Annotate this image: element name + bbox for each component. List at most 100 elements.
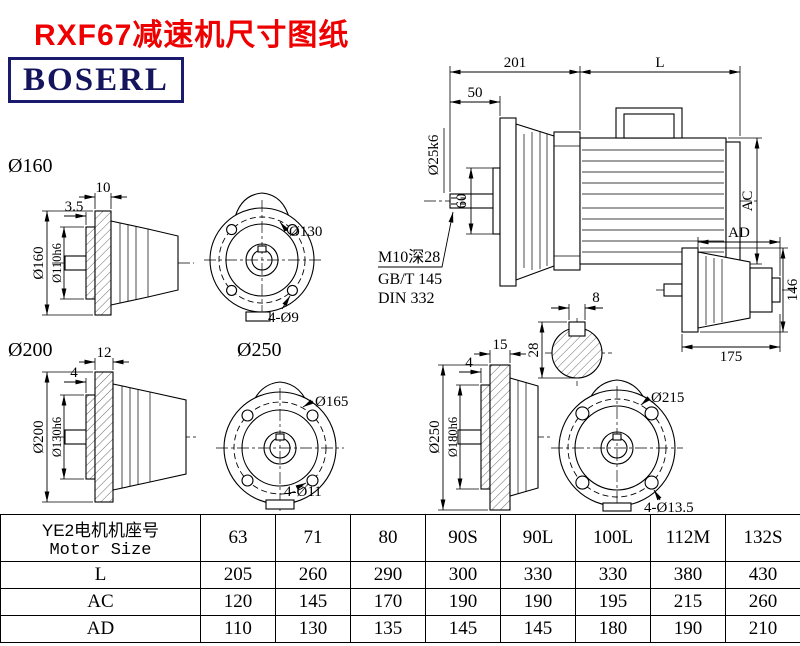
housing-peak — [585, 379, 649, 409]
housing — [110, 220, 179, 306]
value-cell: 135 — [350, 615, 426, 643]
dim-flange250-holes: 4-Ø13.5 — [644, 500, 694, 513]
dim-flange200-thickness: 12 — [97, 345, 112, 361]
spigot — [85, 394, 96, 480]
dim-146: 146 — [785, 278, 800, 301]
value-cell: 260 — [275, 561, 351, 589]
dim-flange200-holes: 4-Ø11 — [284, 484, 322, 500]
keyway — [612, 433, 622, 441]
flange-plate — [489, 364, 511, 511]
din-standard: DIN 332 — [378, 290, 434, 307]
row-label: L — [0, 561, 201, 589]
row-label: AC — [0, 588, 201, 616]
bolt-circle — [567, 398, 667, 498]
bolt-hole — [241, 474, 254, 487]
bolt-hole — [575, 475, 590, 490]
dim-AD: AD — [728, 225, 750, 241]
value-cell: 145 — [275, 588, 351, 616]
dim-shaft-diameter: Ø25k6 — [426, 134, 442, 175]
shaft-tap-annotation: M10深28 GB/T 145 DIN 332 — [378, 211, 454, 307]
col-header: 80 — [350, 514, 426, 562]
flange-160-views: Ø160 10 3.5 Ø160 Ø110h6 — [8, 155, 322, 326]
dim-key-width: 8 — [592, 290, 600, 306]
housing — [509, 377, 539, 497]
dim-60: 60 — [454, 194, 470, 209]
dim-flange160-thickness: 10 — [96, 180, 111, 196]
page-title: RXF67减速机尺寸图纸 — [34, 19, 350, 52]
bolt-hole — [644, 475, 659, 490]
dim-201: 201 — [504, 55, 527, 71]
value-cell: 170 — [350, 588, 426, 616]
col-header: 63 — [200, 514, 276, 562]
motor-dimension-table: YE2电机机座号 Motor Size 63 71 80 90S 90L 100… — [0, 514, 800, 643]
flange250-label: Ø250 — [237, 339, 281, 361]
value-cell: 330 — [575, 561, 651, 589]
value-cell: 300 — [425, 561, 501, 589]
housing-peak — [233, 192, 291, 222]
bolt-hole — [226, 224, 238, 236]
dim-flange160-spigot: Ø110h6 — [50, 243, 64, 283]
dim-flange200-spigot: Ø130h6 — [50, 417, 64, 457]
motor-size-label-cn: YE2电机机座号 — [41, 521, 160, 540]
value-cell: 190 — [425, 588, 501, 616]
value-cell: 260 — [725, 588, 800, 616]
value-cell: 430 — [725, 561, 800, 589]
spigot — [480, 384, 491, 490]
flange-plate — [94, 371, 114, 503]
dim-flange250-step: 4 — [465, 355, 473, 371]
shaft-stub — [457, 429, 482, 445]
dim-L: L — [655, 55, 664, 71]
row-label: AD — [0, 615, 201, 643]
keyway — [257, 245, 267, 253]
value-cell: 330 — [500, 561, 576, 589]
value-cell: 130 — [275, 615, 351, 643]
dim-flange200-step: 4 — [70, 365, 78, 381]
mounting-flange — [499, 117, 517, 287]
table-row-L: L 205 260 290 300 330 330 380 430 — [0, 561, 800, 589]
col-header: 90S — [425, 514, 501, 562]
dim-175: 175 — [720, 349, 743, 365]
value-cell: 195 — [575, 588, 651, 616]
motor-body — [579, 137, 727, 265]
table-header-row: YE2电机机座号 Motor Size 63 71 80 90S 90L 100… — [0, 514, 800, 562]
dim-flange200-bolt-circle: Ø165 — [315, 394, 348, 410]
keyway — [275, 433, 285, 441]
dim-flange250-thickness: 15 — [493, 337, 508, 353]
value-cell: 190 — [500, 588, 576, 616]
dim-flange160-holes: 4-Ø9 — [268, 310, 299, 326]
motor-size-header-cell: YE2电机机座号 Motor Size — [0, 514, 201, 562]
main-assembly-view: 201 L 50 Ø25k6 60 — [378, 55, 762, 307]
spigot-step — [492, 167, 501, 235]
value-cell: 120 — [200, 588, 276, 616]
shaft-stub — [663, 283, 683, 297]
value-cell: 110 — [200, 615, 276, 643]
value-cell: 215 — [650, 588, 726, 616]
value-cell: 210 — [725, 615, 800, 643]
table-row-AD: AD 110 130 135 145 145 180 190 210 — [0, 615, 800, 643]
housing — [697, 251, 751, 329]
bolt-hole — [286, 284, 298, 296]
value-cell: 205 — [200, 561, 276, 589]
spigot — [85, 226, 96, 300]
shaft-key-section-view: 8 28 — [526, 290, 612, 386]
col-header: 132S — [725, 514, 800, 562]
bolt-hole — [306, 474, 319, 487]
value-cell: 290 — [350, 561, 426, 589]
bolt-circle — [218, 216, 306, 304]
housing — [112, 383, 187, 491]
dim-flange160-step: 3.5 — [65, 199, 84, 215]
value-cell: 190 — [650, 615, 726, 643]
value-cell: 145 — [500, 615, 576, 643]
dim-flange200-outer: Ø200 — [31, 420, 47, 453]
value-cell: 145 — [425, 615, 501, 643]
thread-note: M10深28 — [378, 248, 440, 266]
dim-flange160-bolt-circle: Ø130 — [289, 224, 322, 240]
dim-over-key: 28 — [526, 343, 542, 358]
bolt-hole — [644, 406, 659, 421]
flange-plate — [94, 210, 112, 316]
value-cell: 180 — [575, 615, 651, 643]
dim-50: 50 — [468, 85, 483, 101]
bolt-circle — [233, 401, 327, 495]
gearbox-housing — [515, 123, 555, 281]
